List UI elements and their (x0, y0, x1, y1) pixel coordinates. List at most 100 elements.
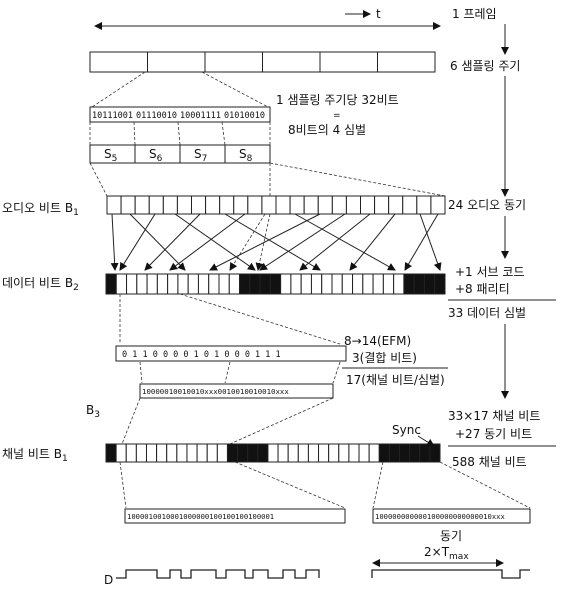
symbol-label: S6 (149, 147, 163, 164)
bit-cell (317, 195, 333, 215)
bit-cell (167, 273, 179, 295)
interleave-arrow (119, 213, 156, 271)
frame-periods-row (89, 51, 436, 73)
time-label: t (376, 7, 381, 21)
bit-cell (208, 273, 220, 295)
bit-cell (134, 195, 150, 215)
interleave-arrow (419, 213, 442, 271)
bit-cell (275, 195, 291, 215)
frame-period-box (89, 51, 148, 73)
bit-cell (239, 273, 251, 295)
bit-cell (403, 273, 415, 295)
bit-cell (307, 443, 320, 463)
bit-cell (105, 273, 117, 295)
bit-cell (413, 273, 425, 295)
bit-cell (176, 443, 188, 463)
bit-cell (287, 443, 299, 463)
frame-period-box (262, 51, 321, 73)
bit-cell (419, 443, 431, 463)
sampling-bits-row: 10111001 01110010 10001111 01010010 (89, 106, 271, 123)
interleave-arrows (110, 213, 442, 271)
bit-cell (120, 195, 136, 215)
data-symbols-label: 33 데이터 심벌 (448, 306, 526, 320)
data-efm-line-right (179, 293, 341, 345)
sample-bits-3: 01010010 (224, 111, 265, 121)
d-waveform-right (371, 569, 530, 579)
interleave-arrow (294, 213, 396, 271)
bit-cell (196, 443, 208, 463)
bit-cell (247, 443, 259, 463)
d-label: D (104, 573, 113, 587)
bit-cell (348, 443, 360, 463)
bit-cell (197, 273, 210, 295)
symbols-note: 8비트의 4 심벌 (288, 123, 366, 137)
bit-cell (358, 443, 370, 463)
frame-period-box (377, 51, 436, 73)
bit-cell (331, 273, 343, 295)
sync-bits-label: +27 동기 비트 (455, 427, 532, 441)
sampling-bits-frame (89, 106, 271, 123)
bit-cell (228, 273, 241, 295)
sample-bits-0: 10111001 (92, 111, 133, 121)
bit-cell (388, 195, 404, 215)
bit-cell (331, 195, 347, 215)
bit-cell (237, 443, 249, 463)
bit-cell (277, 443, 289, 463)
sync-word-value: 100000000000100000000000010xxx (375, 512, 505, 521)
word1-line-right (234, 461, 346, 509)
bit-cell (409, 443, 421, 463)
sym-audio-line-right (269, 162, 446, 197)
bit-cell (216, 443, 228, 463)
frame-period-box (204, 51, 263, 73)
interleave-arrow (229, 213, 266, 271)
frame-period-box (147, 51, 206, 73)
bit-cell (430, 195, 446, 215)
word1-line-left (119, 461, 127, 509)
channel-word-box (124, 508, 346, 524)
bit-cell (399, 443, 411, 463)
zoom-line-right (201, 71, 269, 108)
audio-row-label: 오디오 비트 B1 (2, 201, 79, 218)
bit-cell (187, 273, 199, 295)
bit-cell (300, 273, 312, 295)
sync-arrow (417, 435, 435, 447)
efm-14bit-value: 0 1 1 0 0 0 0 1 0 1 0 0 0 1 1 1 (122, 350, 281, 360)
symbol-label: S8 (239, 147, 253, 164)
bit-cell (388, 443, 401, 463)
bit-cell (125, 443, 137, 463)
bit-cell (267, 443, 279, 463)
bit-cell (416, 195, 432, 215)
bit-cell (368, 443, 380, 463)
bit-cell (269, 273, 282, 295)
bit-cell (378, 443, 390, 463)
bit-cell (148, 195, 164, 215)
bit-cell (321, 273, 333, 295)
efm-to-17-mid (224, 361, 231, 384)
bit-cell (360, 195, 376, 215)
b3-to-channel-left (121, 397, 141, 445)
interleave-arrow (404, 213, 439, 271)
bit-cell (126, 273, 138, 295)
bit-cell (257, 443, 269, 463)
channel-total-label: 588 채널 비트 (452, 455, 527, 469)
bit-cell (115, 443, 127, 463)
bit-cell (310, 273, 323, 295)
data-bits-row (105, 273, 446, 295)
sym-audio-line-left (89, 162, 108, 197)
bit-cell (338, 443, 350, 463)
efm-to-17-right (332, 361, 341, 384)
b3-label: B3 (86, 403, 100, 420)
subcode-label: +1 서브 코드 (455, 265, 524, 279)
b3-to-channel-right (229, 397, 334, 445)
bit-cell (156, 273, 169, 295)
bit-cell (166, 443, 178, 463)
bit-cell (318, 443, 330, 463)
efm-17bit-value: 10000010010010xxx0010010010010xxx (142, 387, 289, 396)
bit-cell (226, 443, 239, 463)
bit-cell (328, 443, 340, 463)
efm-per-symbol: 17(채널 비트/심벌) (346, 373, 445, 387)
bit-cell (372, 273, 384, 295)
bit-cell (145, 443, 158, 463)
data-row-label: 데이터 비트 B2 (2, 276, 79, 293)
